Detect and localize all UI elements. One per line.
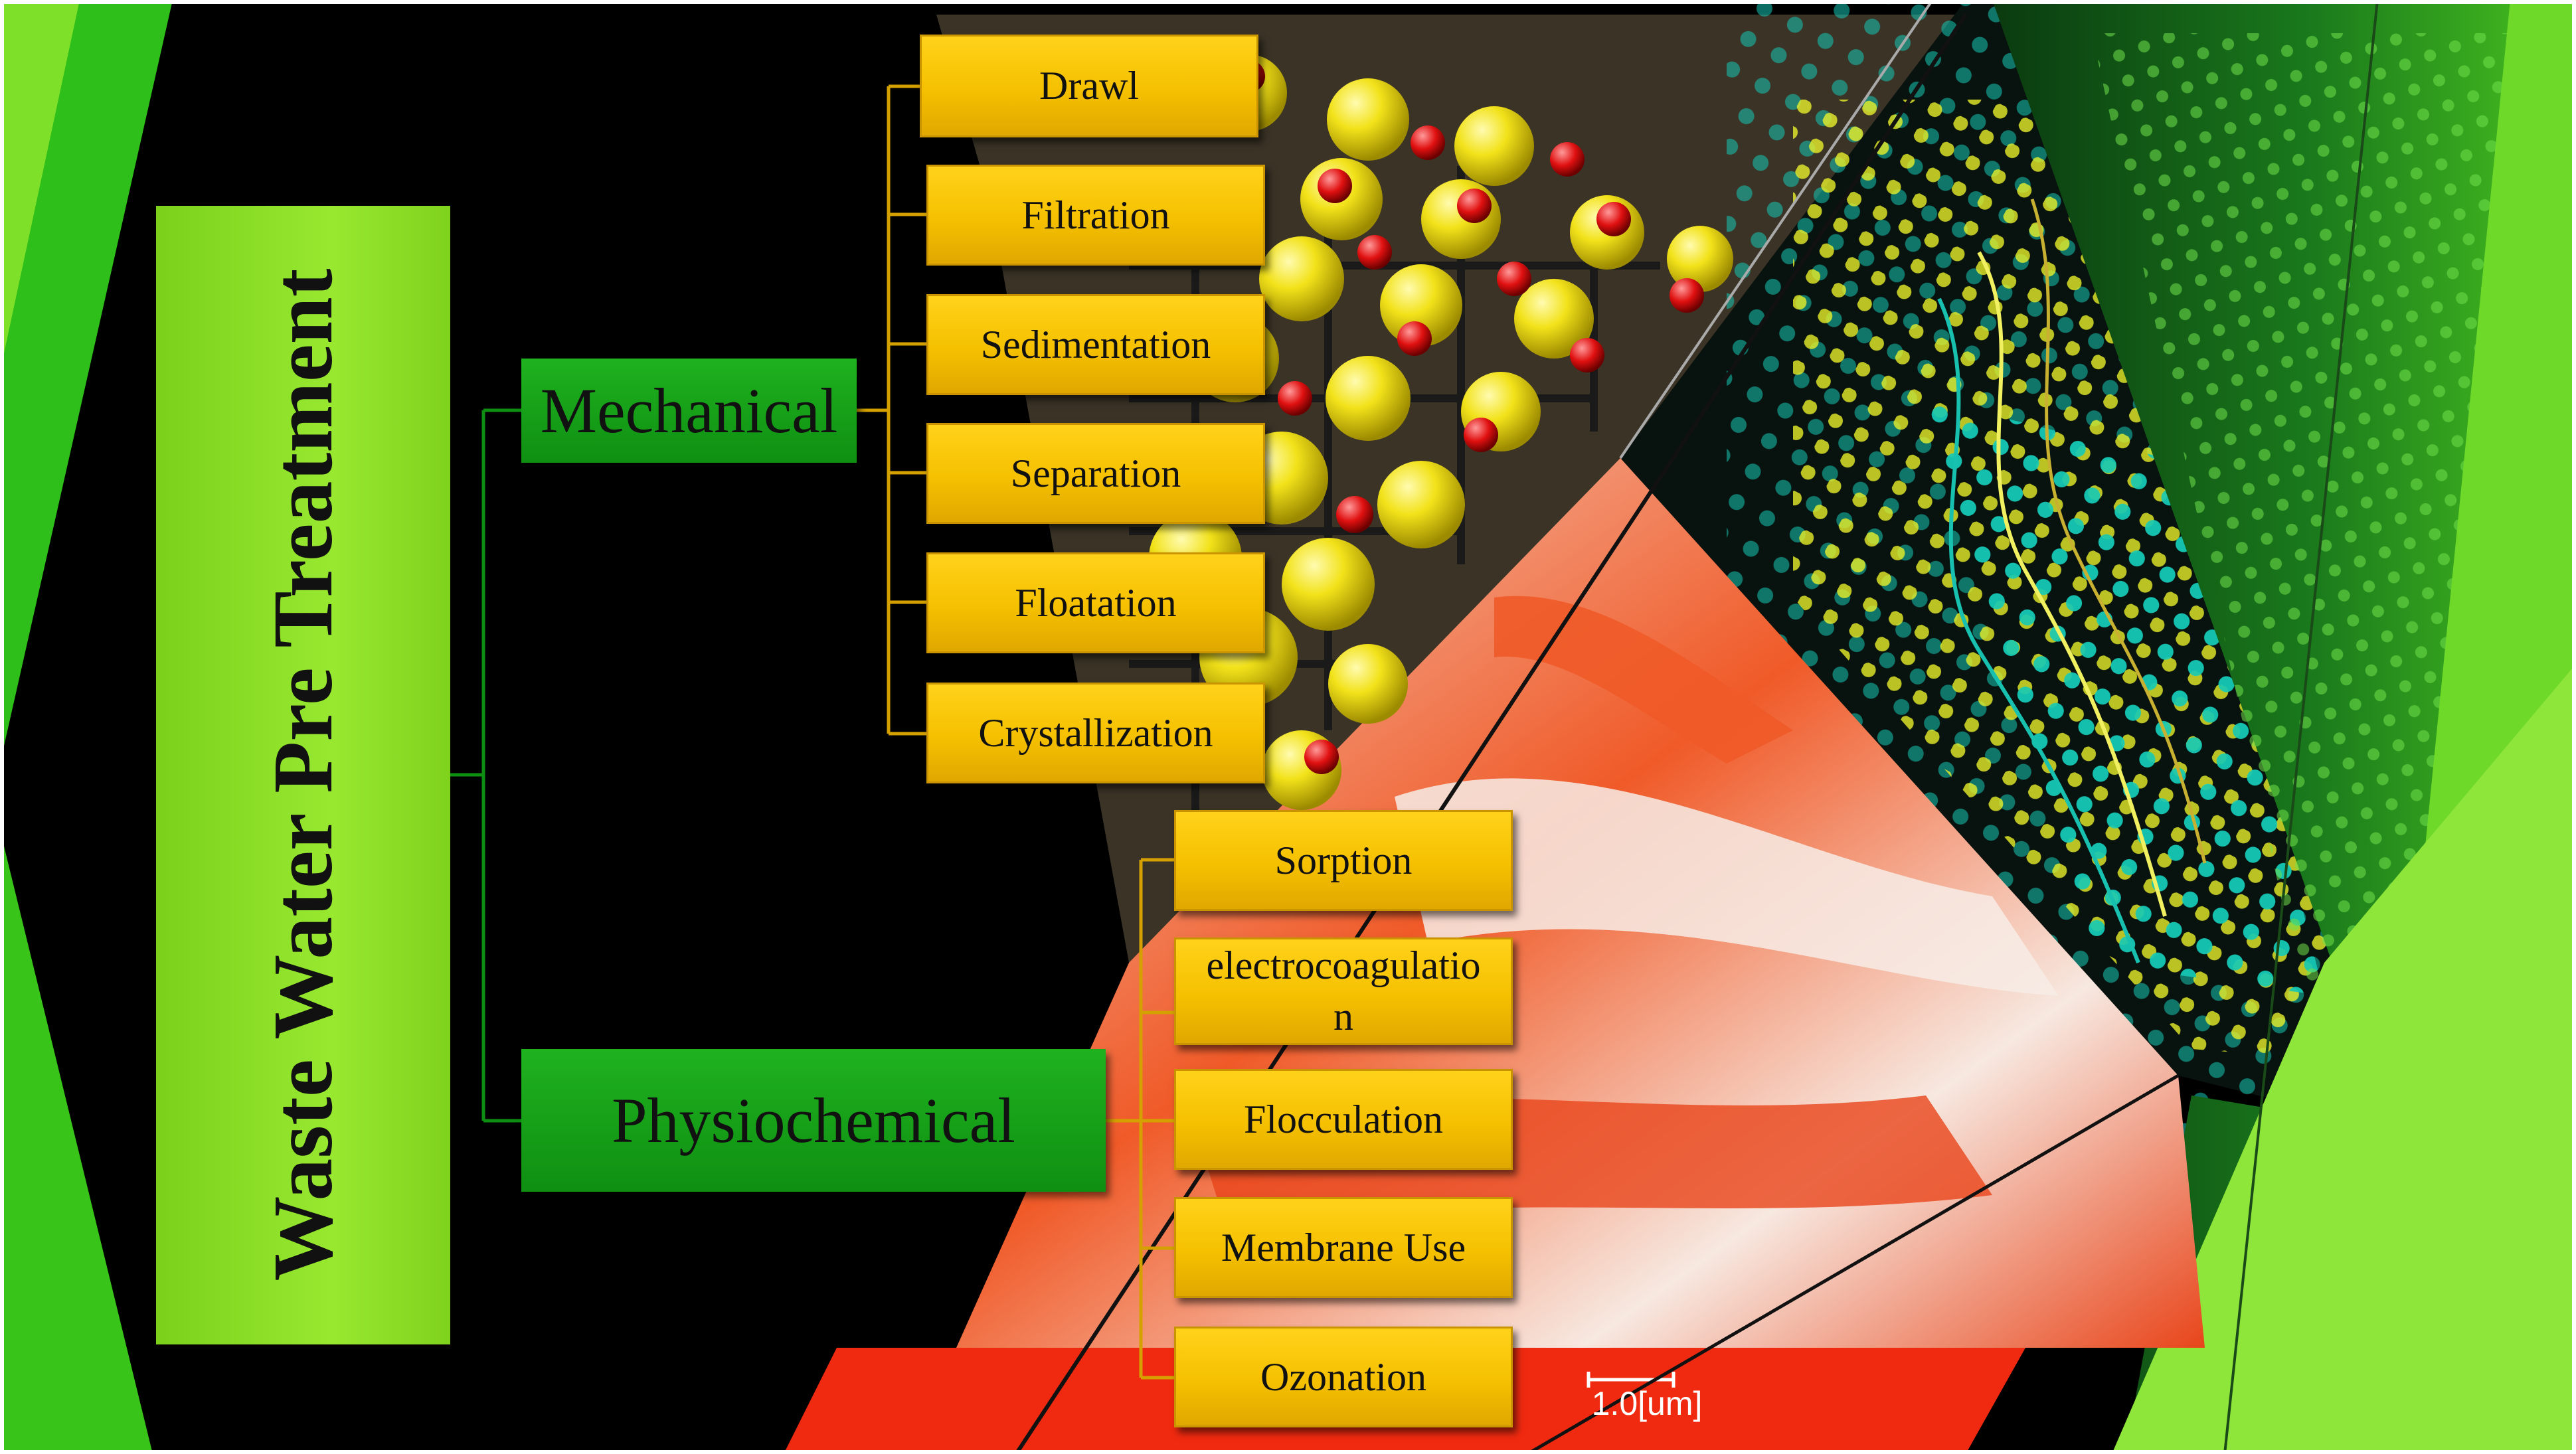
leaf-label: Sorption	[1274, 838, 1413, 882]
leaf-node-flocculation: Flocculation	[1174, 1069, 1513, 1170]
branch-node-mechanical: Mechanical	[521, 359, 857, 463]
leaf-label: Drawl	[1039, 64, 1139, 108]
leaf-label: Crystallization	[978, 710, 1213, 755]
root-node-box	[156, 206, 450, 1344]
leaf-node-crystallization: Crystallization	[926, 683, 1265, 783]
leaf-node-drawl: Drawl	[920, 35, 1258, 137]
leaf-node-sorption: Sorption	[1174, 810, 1513, 911]
leaf-label: Flocculation	[1244, 1097, 1443, 1141]
branch-label: Physiochemical	[612, 1085, 1015, 1156]
leaf-node-filtration: Filtration	[926, 165, 1265, 266]
scale-bar-label: 1.0[um]	[1591, 1385, 1703, 1422]
leaf-label: Membrane Use	[1221, 1225, 1466, 1269]
leaf-label: Ozonation	[1260, 1354, 1426, 1399]
leaf-label: Sedimentation	[980, 322, 1211, 366]
leaf-label: Filtration	[1021, 193, 1170, 237]
branch-label: Mechanical	[540, 375, 838, 446]
leaf-label: electrocoagulatio n	[1206, 943, 1481, 1038]
leaf-node-separation: Separation	[926, 423, 1265, 524]
branch-node-physiochemical: Physiochemical	[521, 1049, 1106, 1192]
root-node-label: Waste Water Pre Treatment	[255, 268, 350, 1281]
leaf-node-electrocoagulation: electrocoagulatio n	[1174, 937, 1513, 1045]
leaf-label: Floatation	[1015, 580, 1177, 625]
leaf-node-membrane-use: Membrane Use	[1174, 1197, 1513, 1298]
leaf-node-sedimentation: Sedimentation	[926, 294, 1265, 395]
leaf-node-ozonation: Ozonation	[1174, 1327, 1513, 1427]
leaf-node-floatation: Floatation	[926, 552, 1265, 653]
leaf-label: Separation	[1010, 451, 1181, 495]
